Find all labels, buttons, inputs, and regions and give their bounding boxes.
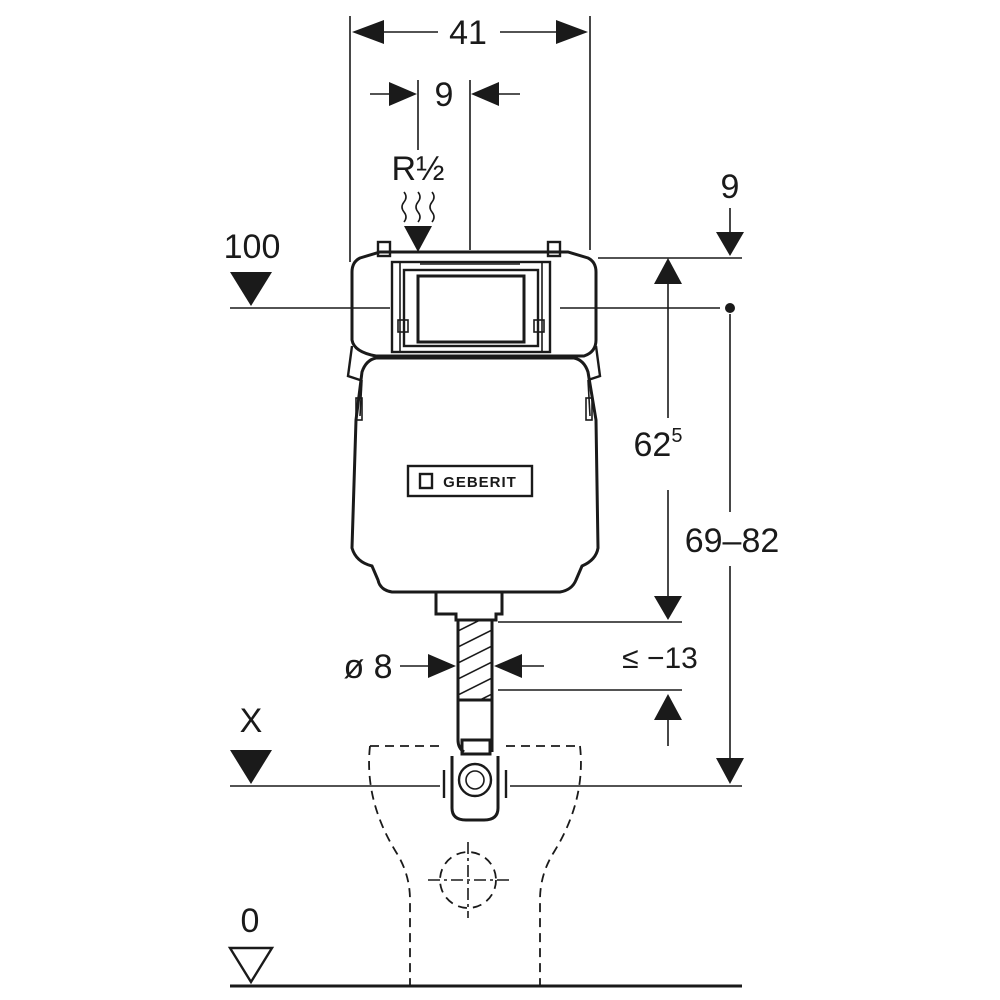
connection-label: R½ (392, 150, 445, 188)
water-connection-marker: R½ (392, 150, 445, 252)
height-main-label: 625 (634, 425, 683, 464)
floor-triangle-icon (227, 946, 275, 985)
dimension-height-range: 69–82 (685, 314, 780, 784)
dimension-pipe-diameter: ø 8 (343, 648, 544, 686)
dimension-width-41: 41 (349, 14, 591, 262)
dim-width-label: 41 (449, 14, 487, 52)
dimension-offset-9: 9 (370, 76, 520, 250)
floor-level-marker: 0 (227, 902, 742, 988)
dimension-top-gap-9: 9 (598, 168, 744, 259)
pipe-offset-label: ≤ −13 (622, 642, 698, 675)
wc-bowl-outline (368, 745, 582, 988)
brand-name: GEBERIT (443, 474, 517, 491)
dim-top-gap-label: 9 (721, 168, 740, 206)
flush-pipe (442, 618, 508, 822)
floor-level-label: 0 (241, 902, 260, 940)
level-triangle-icon (230, 272, 272, 306)
level-x-label: X (240, 702, 263, 740)
height-main-sup: 5 (671, 425, 682, 447)
height-main-value: 62 (634, 426, 672, 464)
cistern-body (346, 240, 602, 622)
dimension-height-62-5: 625 (634, 258, 683, 620)
pipe-diameter-label: ø 8 (343, 648, 392, 686)
water-wave-icon (401, 191, 435, 223)
dim-offset-label: 9 (435, 76, 454, 114)
level-x-triangle-icon (230, 750, 272, 784)
level-marker-100: 100 (224, 228, 735, 313)
dimension-pipe-offset: ≤ −13 (498, 621, 698, 746)
inlet-arrow-icon (404, 226, 432, 252)
level-marker-x: X (230, 702, 742, 787)
level-100-label: 100 (224, 228, 281, 266)
height-range-label: 69–82 (685, 522, 780, 560)
brand-logo: GEBERIT (406, 464, 534, 498)
reference-point-icon (725, 303, 735, 313)
